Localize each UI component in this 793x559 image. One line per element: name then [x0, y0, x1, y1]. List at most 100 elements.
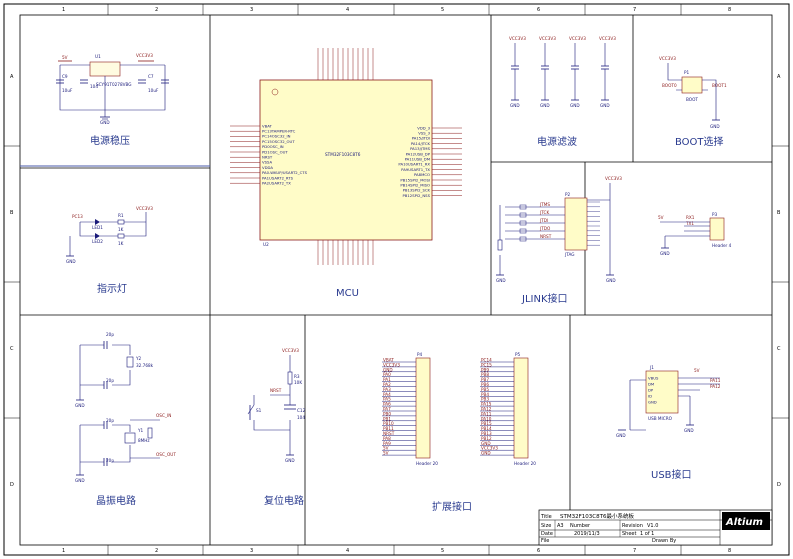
usb-part: USB MICRO [648, 416, 673, 421]
cap-value: 20p [106, 418, 114, 423]
mcu-pin-label: VDDA [262, 165, 273, 170]
col-label: 8 [728, 548, 731, 554]
expansion-net-label: PA7 [383, 407, 391, 412]
resistor-symbol [519, 236, 527, 242]
cap-value: 104 [297, 415, 305, 420]
expansion-net-label: PB4 [481, 392, 489, 397]
mcu-pin-label: PA15/JTDI [412, 136, 430, 141]
reset-circuit: VCC3V3 R3 10K NRST C12 104 S1 GND [247, 348, 306, 463]
reg-part: SCY91T0278VBG [96, 82, 132, 87]
expansion-net-label: PB1 [383, 416, 391, 421]
net-gnd: GND [75, 478, 85, 483]
expansion-net-label: 5V [383, 446, 389, 451]
net-vcc3v3: VCC3V3 [282, 348, 299, 353]
net-gnd: GND [510, 103, 520, 108]
jtag-net-label: JTDI [539, 218, 548, 223]
net-gnd: GND [285, 458, 295, 463]
expansion-p4-nets: VBATVCC3V3GNDPA0PA1PA2PA3PA4PA5PA6PA7PB0… [382, 358, 416, 456]
mcu-left-pins: VBATPC13TAMPER-RTCPC14OSC32_INPC15OSC32_… [230, 123, 308, 186]
expansion-net-label: PA2 [383, 382, 391, 387]
usb-pin-label: DP [648, 387, 654, 392]
expansion-net-label: PA1 [383, 377, 391, 382]
jtag-connector [564, 197, 588, 251]
section-title-boot: BOOT选择 [675, 135, 724, 148]
section-title-mcu: MCU [336, 288, 359, 299]
file-label: File [541, 538, 549, 544]
expansion-circuit: P4 Header 20 P5 Header 20 VBATVCC3V3GNDP… [382, 352, 536, 466]
net-gnd: GND [616, 433, 626, 438]
expansion-net-label: PB8 [481, 372, 489, 377]
revision-value: V1.0 [647, 523, 658, 529]
schematic-title: STM32F103C8T6最小系统板 [560, 512, 634, 520]
net-pa12: PA12 [710, 384, 721, 389]
reg-ref: U1 [95, 54, 101, 59]
net-osc-in: OSC_IN [156, 413, 171, 418]
expansion-net-label: PB10 [383, 421, 394, 426]
col-label: 8 [728, 7, 731, 13]
header-part: Header 20 [514, 461, 536, 466]
row-markers: A B C D A B C D [4, 74, 789, 488]
crystal-ref: Y2 [135, 356, 142, 361]
expansion-net-label: PA3 [383, 387, 391, 392]
pin1-marker [271, 88, 279, 96]
net-boot1: BOOT1 [712, 83, 727, 88]
net-vcc3v3: VCC3V3 [509, 36, 526, 41]
mcu-ref: U2 [263, 242, 269, 247]
usb-pin-label: ID [648, 393, 652, 398]
drawn-label: Drawn By [652, 538, 676, 544]
mcu-pin-label: PA12USB_DP [406, 151, 431, 156]
net-boot0: BOOT0 [662, 83, 677, 88]
power-regulator-circuit: 5V VCC3V3 U1 SCY91T0278VBG C9 10uF 104 C… [56, 53, 169, 125]
col-label: 4 [346, 7, 349, 13]
cap-value: 10uF [62, 88, 73, 93]
col-label: 5 [441, 548, 444, 554]
header-net: RX1 [686, 215, 695, 220]
resistor-symbol [117, 219, 125, 225]
expansion-net-label: PB5 [481, 387, 489, 392]
resistor-value: 10K [294, 380, 302, 385]
mcu-pin-label: PA9USART1_TX [401, 167, 430, 172]
row-label: C [777, 346, 781, 352]
resistor-value: 1K [118, 227, 124, 232]
col-label: 3 [250, 7, 253, 13]
sheet-label: Sheet [622, 531, 636, 537]
expansion-net-label: VBAT [383, 358, 394, 363]
resistor-symbol [117, 233, 125, 239]
net-gnd: GND [606, 278, 616, 283]
crystal-freq: 32.768k [136, 363, 154, 368]
header-ref: P3 [712, 212, 718, 217]
net-vcc3v3: VCC3V3 [605, 176, 622, 181]
net-osc-out: OSC_OUT [156, 452, 176, 457]
title-block: Title STM32F103C8T6最小系统板 Size A3 Number … [538, 509, 773, 546]
expansion-net-label: PB0 [383, 411, 391, 416]
net-gnd: GND [75, 403, 85, 408]
net-vcc3v3: VCC3V3 [136, 206, 153, 211]
resistor-symbol [519, 212, 527, 218]
boot-ref: P1 [684, 70, 690, 75]
net-vcc3v3: VCC3V3 [136, 53, 153, 58]
mcu-part: STM32F103C8T6 [325, 152, 361, 157]
section-title-indicator: 指示灯 [97, 282, 127, 295]
usb-pin-label: DM [648, 381, 654, 386]
net-gnd: GND [660, 251, 670, 256]
expansion-net-label: PA6 [383, 402, 391, 407]
col-label: 2 [155, 548, 158, 554]
switch-ref: S1 [256, 408, 262, 413]
net-gnd: GND [684, 428, 694, 433]
mcu-pin-label: VBAT [262, 123, 273, 128]
size-label: Size [541, 523, 551, 529]
usb-ref: J1 [649, 365, 654, 370]
cap-value: 104 [90, 84, 98, 89]
sheet-value: 1 of 1 [640, 531, 654, 537]
section-title-power-regulator: 电源稳压 [90, 134, 130, 147]
mcu-pin-label: PA2USART2_TX [262, 181, 291, 186]
mcu-pin-label: PB13SPI2_SCK [403, 188, 431, 193]
expansion-net-label: PB13 [481, 431, 492, 436]
mcu-pin-label: PA1USART2_RTS [262, 175, 294, 180]
mcu-pin-label: PB12SPI2_NSS [402, 193, 430, 198]
indicator-circuit: PC13 VCC3V3 LED1 LED2 R1 1K 1K GND [66, 206, 153, 264]
